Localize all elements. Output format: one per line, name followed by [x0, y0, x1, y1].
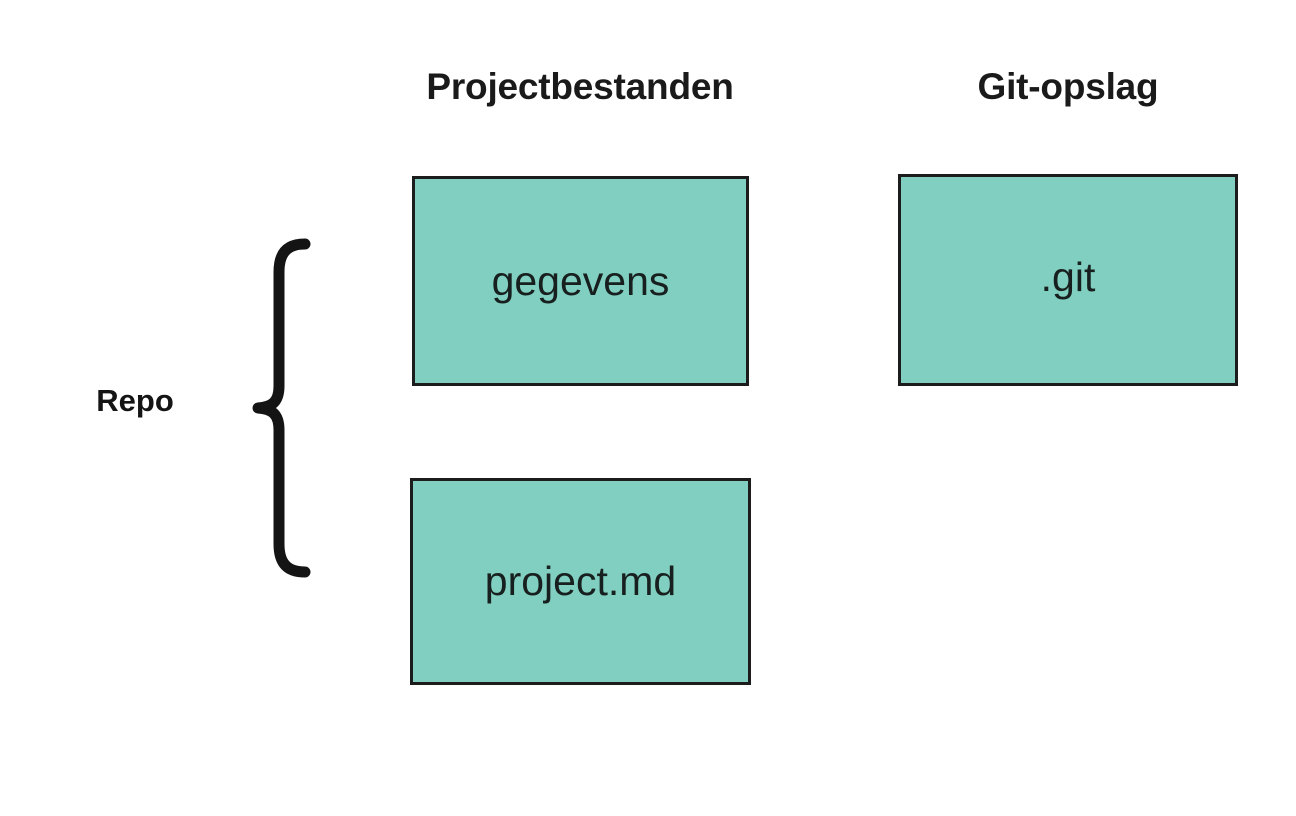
node-label-dot-git: .git: [1040, 254, 1096, 300]
node-label-gegevens: gegevens: [491, 258, 670, 304]
repo-group-label: Repo: [96, 383, 174, 418]
curly-brace-icon: [248, 238, 318, 578]
column-heading-project-files: Projectbestanden: [426, 66, 734, 107]
node-box-project-md[interactable]: project.md: [410, 478, 751, 685]
node-label-project-md: project.md: [484, 558, 677, 604]
node-box-gegevens[interactable]: gegevens: [412, 176, 749, 386]
column-heading-git-storage: Git-opslag: [977, 66, 1159, 107]
node-box-dot-git[interactable]: .git: [898, 174, 1238, 386]
